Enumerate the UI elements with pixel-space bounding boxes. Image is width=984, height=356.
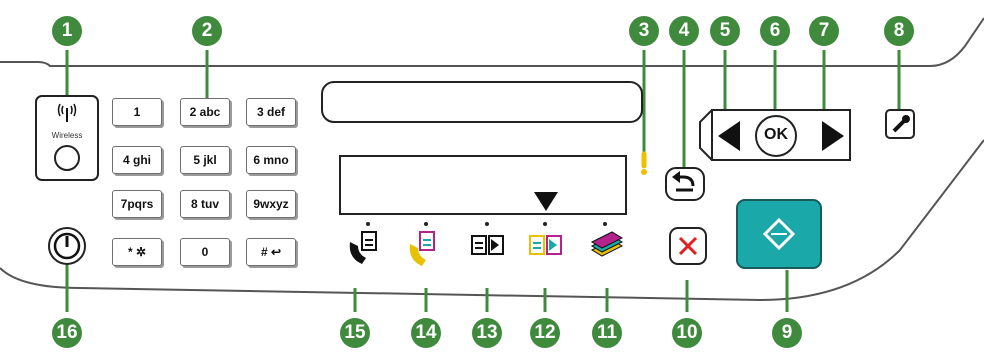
- callout-2: 2: [192, 16, 222, 46]
- panel-bottom-edge: [0, 139, 984, 302]
- callout-14: 14: [411, 318, 441, 348]
- callout-6: 6: [760, 16, 790, 46]
- scan-button[interactable]: [590, 231, 624, 257]
- back-button[interactable]: [665, 167, 705, 201]
- callout-1: 1: [52, 16, 82, 46]
- key-7[interactable]: 7pqrs: [112, 190, 162, 218]
- wireless-icon: [57, 103, 77, 122]
- callout-12: 12: [530, 318, 560, 348]
- key-4[interactable]: 4 ghi: [112, 146, 162, 174]
- callout-7: 7: [809, 16, 839, 46]
- attention-light: [641, 151, 647, 175]
- callout-8: 8: [884, 16, 914, 46]
- callout-11: 11: [592, 318, 622, 348]
- power-button[interactable]: [48, 227, 86, 265]
- copy-black-button[interactable]: [471, 235, 504, 255]
- key-hash[interactable]: # ↩: [246, 238, 296, 266]
- callout-9: 9: [772, 318, 802, 348]
- wireless-label: Wireless: [52, 131, 83, 140]
- right-arrow-button[interactable]: [822, 121, 844, 151]
- callout-15: 15: [340, 318, 370, 348]
- callout-3: 3: [629, 16, 659, 46]
- wrench-icon: [892, 115, 910, 133]
- ok-label: OK: [764, 126, 788, 143]
- key-0[interactable]: 0: [180, 238, 230, 266]
- leader-lines: [65, 50, 901, 312]
- callout-13: 13: [472, 318, 502, 348]
- callout-16: 16: [52, 318, 82, 348]
- key-star[interactable]: * ✲: [112, 238, 162, 266]
- key-1[interactable]: 1: [112, 98, 162, 126]
- fax-color-button[interactable]: [409, 231, 435, 266]
- copy-color-button[interactable]: [529, 235, 562, 255]
- start-button[interactable]: [736, 199, 822, 269]
- top-display: [321, 81, 643, 123]
- key-6[interactable]: 6 mno: [246, 146, 296, 174]
- left-arrow-button[interactable]: [718, 121, 740, 151]
- ok-button[interactable]: [755, 115, 797, 157]
- wireless-button[interactable]: [35, 95, 99, 181]
- key-2[interactable]: 2 abc: [180, 98, 230, 126]
- cancel-button[interactable]: [669, 227, 707, 265]
- key-9[interactable]: 9wxyz: [246, 190, 296, 218]
- callout-4: 4: [669, 16, 699, 46]
- fax-black-button[interactable]: [349, 231, 377, 264]
- selection-arrow-icon: [534, 192, 558, 211]
- key-5[interactable]: 5 jkl: [180, 146, 230, 174]
- callout-5: 5: [710, 16, 740, 46]
- mode-dots: [366, 222, 607, 226]
- callout-10: 10: [672, 318, 702, 348]
- function-display: [339, 155, 627, 215]
- key-8[interactable]: 8 tuv: [180, 190, 230, 218]
- key-3[interactable]: 3 def: [246, 98, 296, 126]
- panel-outline: [0, 17, 984, 67]
